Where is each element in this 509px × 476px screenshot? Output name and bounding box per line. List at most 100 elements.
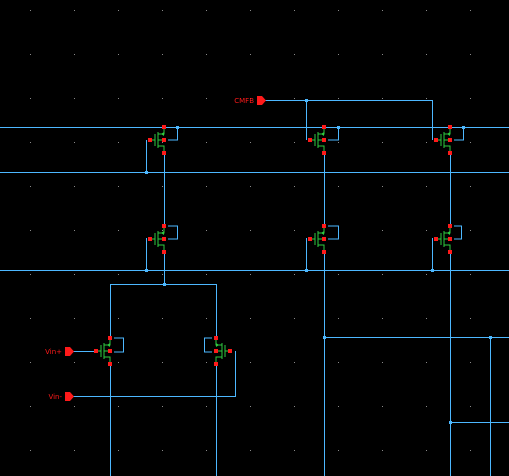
mosfet-symbol[interactable]: [308, 125, 326, 155]
vin-minus-wire: [73, 351, 236, 397]
grid-dot: [338, 406, 339, 407]
grid-dot: [30, 362, 31, 363]
grid-dots: [30, 10, 471, 451]
terminal-dot: [448, 125, 452, 129]
grid-dot: [74, 450, 75, 451]
grid-dot: [294, 362, 295, 363]
grid-dot: [74, 318, 75, 319]
grid-dot: [206, 406, 207, 407]
wire: [328, 127, 339, 141]
terminal-dot: [162, 138, 166, 142]
grid-dot: [382, 186, 383, 187]
mosfet-symbol[interactable]: [214, 336, 232, 366]
grid-dot: [294, 54, 295, 55]
grid-dot: [382, 450, 383, 451]
grid-dot: [426, 10, 427, 11]
transistors[interactable]: [94, 125, 452, 366]
grid-dot: [118, 186, 119, 187]
grid-dot: [206, 362, 207, 363]
mosfet-symbol[interactable]: [148, 125, 166, 155]
grid-dot: [118, 318, 119, 319]
grid-dot: [30, 10, 31, 11]
source-lead: [318, 244, 325, 252]
grid-dot: [206, 142, 207, 143]
terminal-dot: [148, 237, 152, 241]
grid-dot: [470, 142, 471, 143]
grid-dot: [206, 186, 207, 187]
arrow-mark: [216, 343, 219, 347]
source-lead: [158, 244, 165, 252]
terminal-dot: [322, 138, 326, 142]
terminal-dot: [322, 250, 326, 254]
vin-minus-pin-label: Vin-: [48, 393, 62, 401]
terminal-dot: [108, 362, 112, 366]
junction-dot: [337, 126, 340, 129]
grid-dot: [426, 98, 427, 99]
grid-dot: [470, 450, 471, 451]
grid-dot: [338, 186, 339, 187]
grid-dot: [162, 230, 163, 231]
grid-dot: [250, 362, 251, 363]
grid-dot: [470, 318, 471, 319]
grid-dot: [118, 98, 119, 99]
grid-dot: [382, 362, 383, 363]
cmfb-pin-label: CMFB: [234, 97, 254, 105]
terminal-dot: [322, 151, 326, 155]
grid-dot: [74, 406, 75, 407]
grid-dot: [118, 10, 119, 11]
arrow-mark: [447, 231, 450, 235]
mosfet-symbol[interactable]: [148, 224, 166, 254]
grid-dot: [162, 186, 163, 187]
grid-dot: [162, 274, 163, 275]
grid-dot: [294, 450, 295, 451]
wire: [168, 225, 178, 240]
terminal-dot: [162, 250, 166, 254]
source-lead: [444, 145, 451, 153]
arrow-mark: [107, 343, 110, 347]
grid-dot: [294, 186, 295, 187]
junction-dot: [145, 171, 148, 174]
grid-dot: [426, 362, 427, 363]
grid-dot: [74, 186, 75, 187]
grid-dot: [250, 10, 251, 11]
terminal-dot: [448, 237, 452, 241]
grid-dot: [118, 274, 119, 275]
pins[interactable]: CMFB Vin+ Vin-: [45, 96, 266, 401]
mosfet-symbol[interactable]: [94, 336, 112, 366]
wire: [114, 337, 124, 353]
terminal-dot: [448, 224, 452, 228]
grid-dot: [250, 98, 251, 99]
source-lead: [158, 145, 165, 153]
grid-dot: [426, 186, 427, 187]
grid-dot: [118, 406, 119, 407]
terminal-dot: [214, 362, 218, 366]
grid-dot: [118, 362, 119, 363]
mosfet-symbol[interactable]: [434, 224, 452, 254]
grid-dot: [338, 142, 339, 143]
grid-dot: [162, 142, 163, 143]
wire: [328, 225, 339, 240]
grid-dot: [162, 450, 163, 451]
terminal-dot: [162, 224, 166, 228]
wire: [110, 284, 217, 338]
grid-dot: [470, 186, 471, 187]
grid-dot: [382, 406, 383, 407]
source-lead: [318, 145, 325, 153]
mosfet-symbol[interactable]: [434, 125, 452, 155]
junction-dot: [176, 126, 179, 129]
grid-dot: [30, 186, 31, 187]
grid-dot: [250, 54, 251, 55]
grid-dot: [470, 54, 471, 55]
terminal-dot: [308, 237, 312, 241]
grid-dot: [338, 450, 339, 451]
mosfet-symbol[interactable]: [308, 224, 326, 254]
grid-dot: [426, 230, 427, 231]
grid-dot: [250, 450, 251, 451]
junction-dot: [431, 269, 434, 272]
grid-dot: [30, 54, 31, 55]
grid-dot: [74, 54, 75, 55]
grid-dot: [250, 318, 251, 319]
grid-dot: [206, 274, 207, 275]
